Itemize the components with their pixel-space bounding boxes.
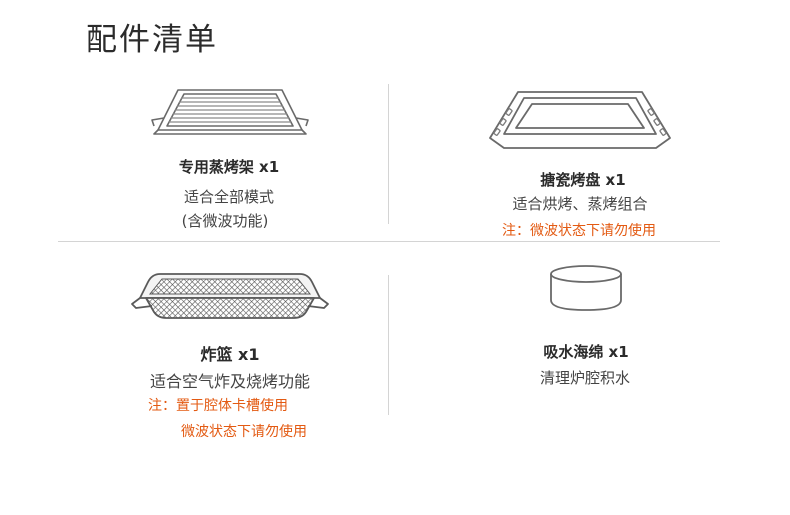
item-name: 炸篮 x1 xyxy=(200,345,260,364)
item-note: 微波状态下请勿使用 xyxy=(181,424,307,440)
horizontal-divider xyxy=(58,241,720,242)
item-description: 适合烘烤、蒸烤组合 xyxy=(512,195,648,213)
enamel-tray-icon xyxy=(489,91,671,149)
fry-basket-icon xyxy=(131,273,329,319)
item-name: 搪瓷烤盘 x1 xyxy=(540,171,626,189)
sponge-icon xyxy=(550,265,622,311)
page-title: 配件清单 xyxy=(86,22,218,58)
item-note: 注：微波状态下请勿使用 xyxy=(502,223,656,239)
item-description: (含微波功能) xyxy=(181,212,269,230)
item-description: 清理炉腔积水 xyxy=(539,369,631,387)
vertical-divider-bottom xyxy=(388,275,389,415)
item-note: 注：置于腔体卡槽使用 xyxy=(148,398,288,414)
vertical-divider-top xyxy=(388,84,389,224)
item-description: 适合空气炸及烧烤功能 xyxy=(149,372,311,391)
steam-rack-icon xyxy=(151,89,309,135)
item-description: 适合全部模式 xyxy=(183,188,275,206)
item-name: 吸水海绵 x1 xyxy=(543,343,629,361)
item-name: 专用蒸烤架 x1 xyxy=(178,158,280,176)
